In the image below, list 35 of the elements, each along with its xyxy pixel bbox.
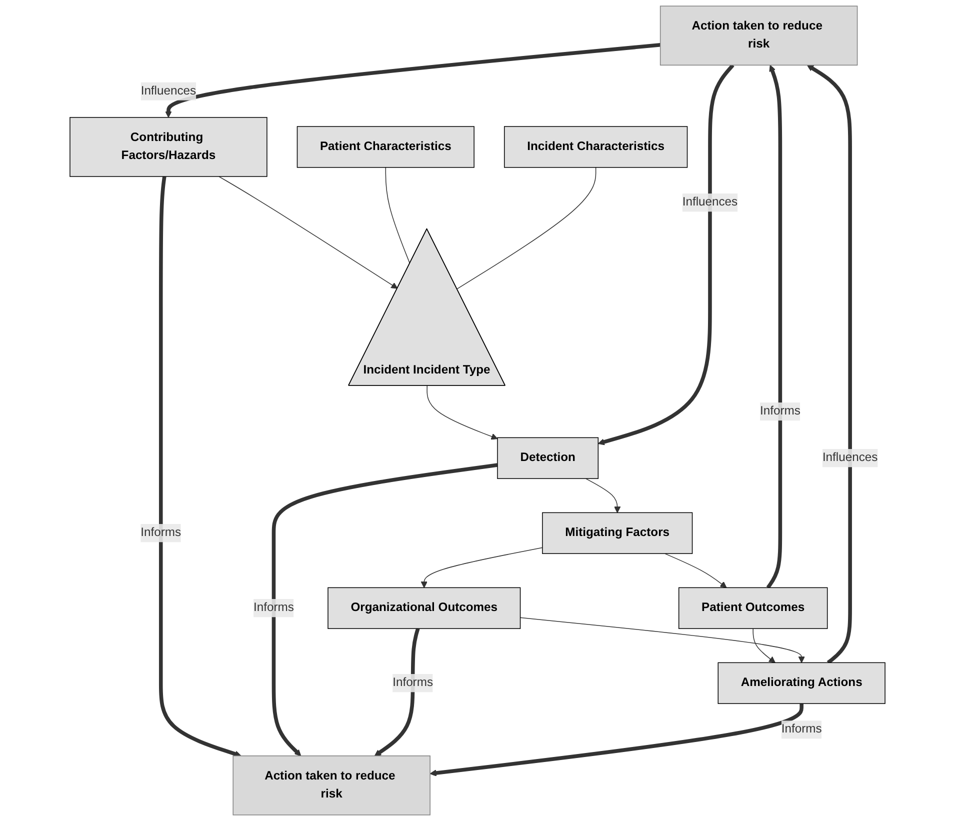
arrow: [752, 628, 776, 663]
edge-label: Informs: [760, 404, 800, 418]
edge-label: Informs: [392, 676, 433, 690]
edge-label: Influences: [140, 84, 196, 98]
node-box: Mitigating Factors: [542, 512, 693, 554]
arrow: [430, 704, 804, 776]
arrow: [664, 553, 727, 588]
arrow: [766, 64, 782, 589]
node-box: Patient Characteristics: [296, 126, 474, 168]
node-box: Ameliorating Actions: [718, 662, 886, 704]
edge-label: Informs: [140, 526, 182, 540]
arrow: [165, 43, 660, 118]
edge-label: Informs: [781, 722, 822, 736]
edge-label: Informs: [254, 601, 294, 614]
edge-label: Influences: [682, 196, 738, 209]
connector: [385, 167, 410, 264]
arrow: [585, 478, 621, 513]
edge-label: Influences: [822, 451, 878, 464]
arrow: [218, 176, 398, 289]
connector: [456, 167, 596, 290]
arrow: [272, 463, 498, 756]
arrow: [520, 617, 805, 663]
arrow: [598, 64, 734, 446]
node-box: Patient Outcomes: [678, 587, 828, 629]
node-box: Detection: [497, 437, 599, 479]
node-box: Incident Characteristics: [504, 126, 688, 168]
arrow: [374, 628, 420, 756]
node-box: Organizational Outcomes: [328, 587, 521, 629]
arrow: [806, 64, 852, 664]
arrow: [426, 385, 498, 440]
arrow: [158, 176, 242, 758]
node-box: Contributing Factors/Hazards: [70, 117, 268, 177]
arrow: [420, 547, 543, 588]
node-box: Action taken to reduce risk: [232, 755, 430, 816]
node-box: Action taken to reduce risk: [660, 6, 858, 66]
